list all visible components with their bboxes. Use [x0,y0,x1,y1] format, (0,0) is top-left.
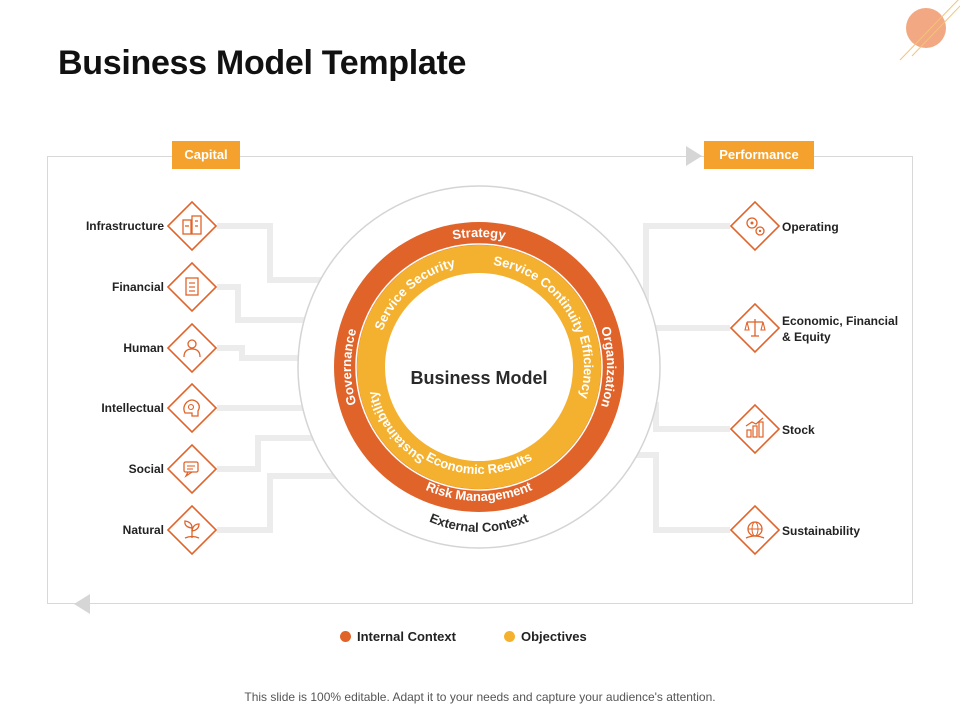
capital-label-financial: Financial [111,280,164,294]
plant-icon [166,504,218,556]
legend-item-internal-context: Internal Context [340,627,456,645]
legend-item-objectives: Objectives [504,627,587,645]
ring-label-governance: Governance [339,327,359,407]
person-icon [166,322,218,374]
performance-label-stock: Stock [782,423,815,437]
brain-icon [166,382,218,434]
center-circle [385,273,573,461]
diagram-frame [47,156,913,604]
legend-label: Objectives [521,628,587,644]
capital-icons [166,200,218,556]
ring-divider [355,243,603,491]
building-icon [166,200,218,252]
performance-label-economic-line2: & Equity [782,330,831,344]
chat-icon [166,443,218,495]
capital-label-infrastructure: Infrastructure [85,219,164,233]
performance-label-sustainability: Sustainability [782,524,861,538]
performance-label-operating: Operating [782,220,839,234]
center-label: Business Model [410,368,547,388]
document-icon [166,261,218,313]
performance-icons [729,200,781,556]
footer-note: This slide is 100% editable. Adapt it to… [244,690,716,704]
stock-chart-icon [729,403,781,455]
legend-swatch-internal [340,630,351,642]
performance-label-economic: Economic, Financial & Equity [782,313,922,345]
scales-icon [729,302,781,354]
capital-label-human: Human [123,341,164,355]
performance-label-economic-line1: Economic, Financial [782,314,899,328]
legend-swatch-objectives [504,630,515,642]
legend-label: Internal Context [357,628,456,644]
page-title: Business Model Template [58,44,467,82]
capital-label-social: Social [128,462,164,476]
globe-icon [729,504,781,556]
capital-label-natural: Natural [122,523,164,537]
capital-tag: Capital [172,141,240,169]
flow-arrow-right-icon [686,146,702,166]
flow-arrow-left-icon [74,594,90,614]
capital-label-intellectual: Intellectual [101,401,164,415]
performance-tag: Performance [704,141,814,169]
gears-icon [729,200,781,252]
ring-label-organization: Organization [598,325,619,410]
